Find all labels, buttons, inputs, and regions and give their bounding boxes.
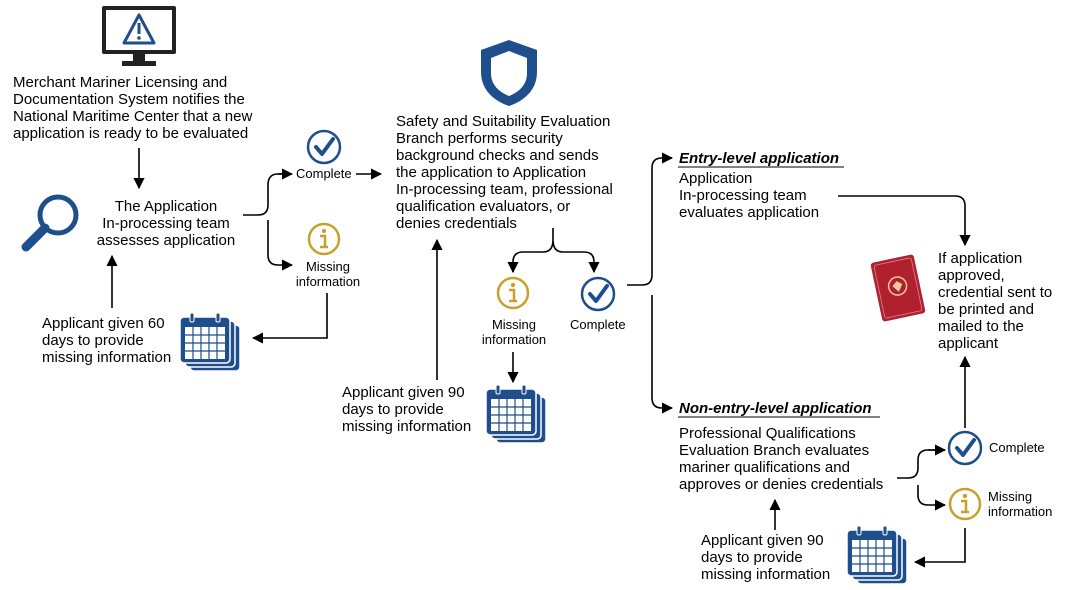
complete-label-1: Complete	[296, 166, 352, 181]
shield-icon	[481, 40, 537, 106]
info-circle-icon	[496, 276, 530, 310]
calendar-stack-icon	[485, 385, 547, 444]
check-circle-icon	[306, 129, 342, 165]
passport-credential-icon	[870, 254, 926, 322]
bracket-nonentry	[897, 449, 945, 505]
check-circle-icon	[947, 430, 983, 466]
arrow-entry-to-approved	[838, 195, 971, 247]
calendar-stack-icon	[846, 526, 908, 585]
info-circle-icon	[307, 222, 341, 256]
entry-level-text: Application In-processing team evaluates…	[679, 170, 820, 221]
nonentry-level-text: Professional Qualifications Evaluation B…	[679, 425, 884, 493]
entry-level-heading: Entry-level application	[679, 150, 840, 167]
assess-text: The Application In-processing team asses…	[96, 198, 236, 249]
bracket-ssb	[512, 228, 594, 272]
arrow-missing1-to-calendar	[251, 293, 328, 344]
magnifier-icon	[21, 194, 79, 252]
nonentry-level-heading: Non-entry-level application	[679, 400, 872, 417]
calendar-stack-icon	[179, 313, 241, 372]
complete-label-2: Complete	[570, 317, 626, 332]
check-circle-icon	[580, 276, 616, 312]
missing-label-2: Missing information	[481, 317, 547, 347]
warning-monitor-icon	[102, 6, 176, 66]
notify-text: Merchant Mariner Licensing and Documenta…	[13, 74, 253, 142]
bracket-assess	[243, 173, 292, 265]
arrow-missing3-to-calendar	[913, 528, 966, 568]
missing-label-3: Missing information	[988, 489, 1053, 519]
applicant-90a-text: Applicant given 90 days to provide missi…	[342, 384, 472, 435]
approved-text: If application approved, credential sent…	[938, 250, 1053, 352]
ssb-text: Safety and Suitability Evaluation Branch…	[396, 113, 613, 232]
applicant-90b-text: Applicant given 90 days to provide missi…	[701, 532, 831, 583]
bracket-complete2	[627, 157, 672, 408]
applicant-60-text: Applicant given 60 days to provide missi…	[42, 315, 172, 366]
info-circle-icon	[948, 487, 982, 521]
missing-label-1: Missing information	[295, 259, 361, 289]
complete-label-3: Complete	[989, 440, 1045, 455]
